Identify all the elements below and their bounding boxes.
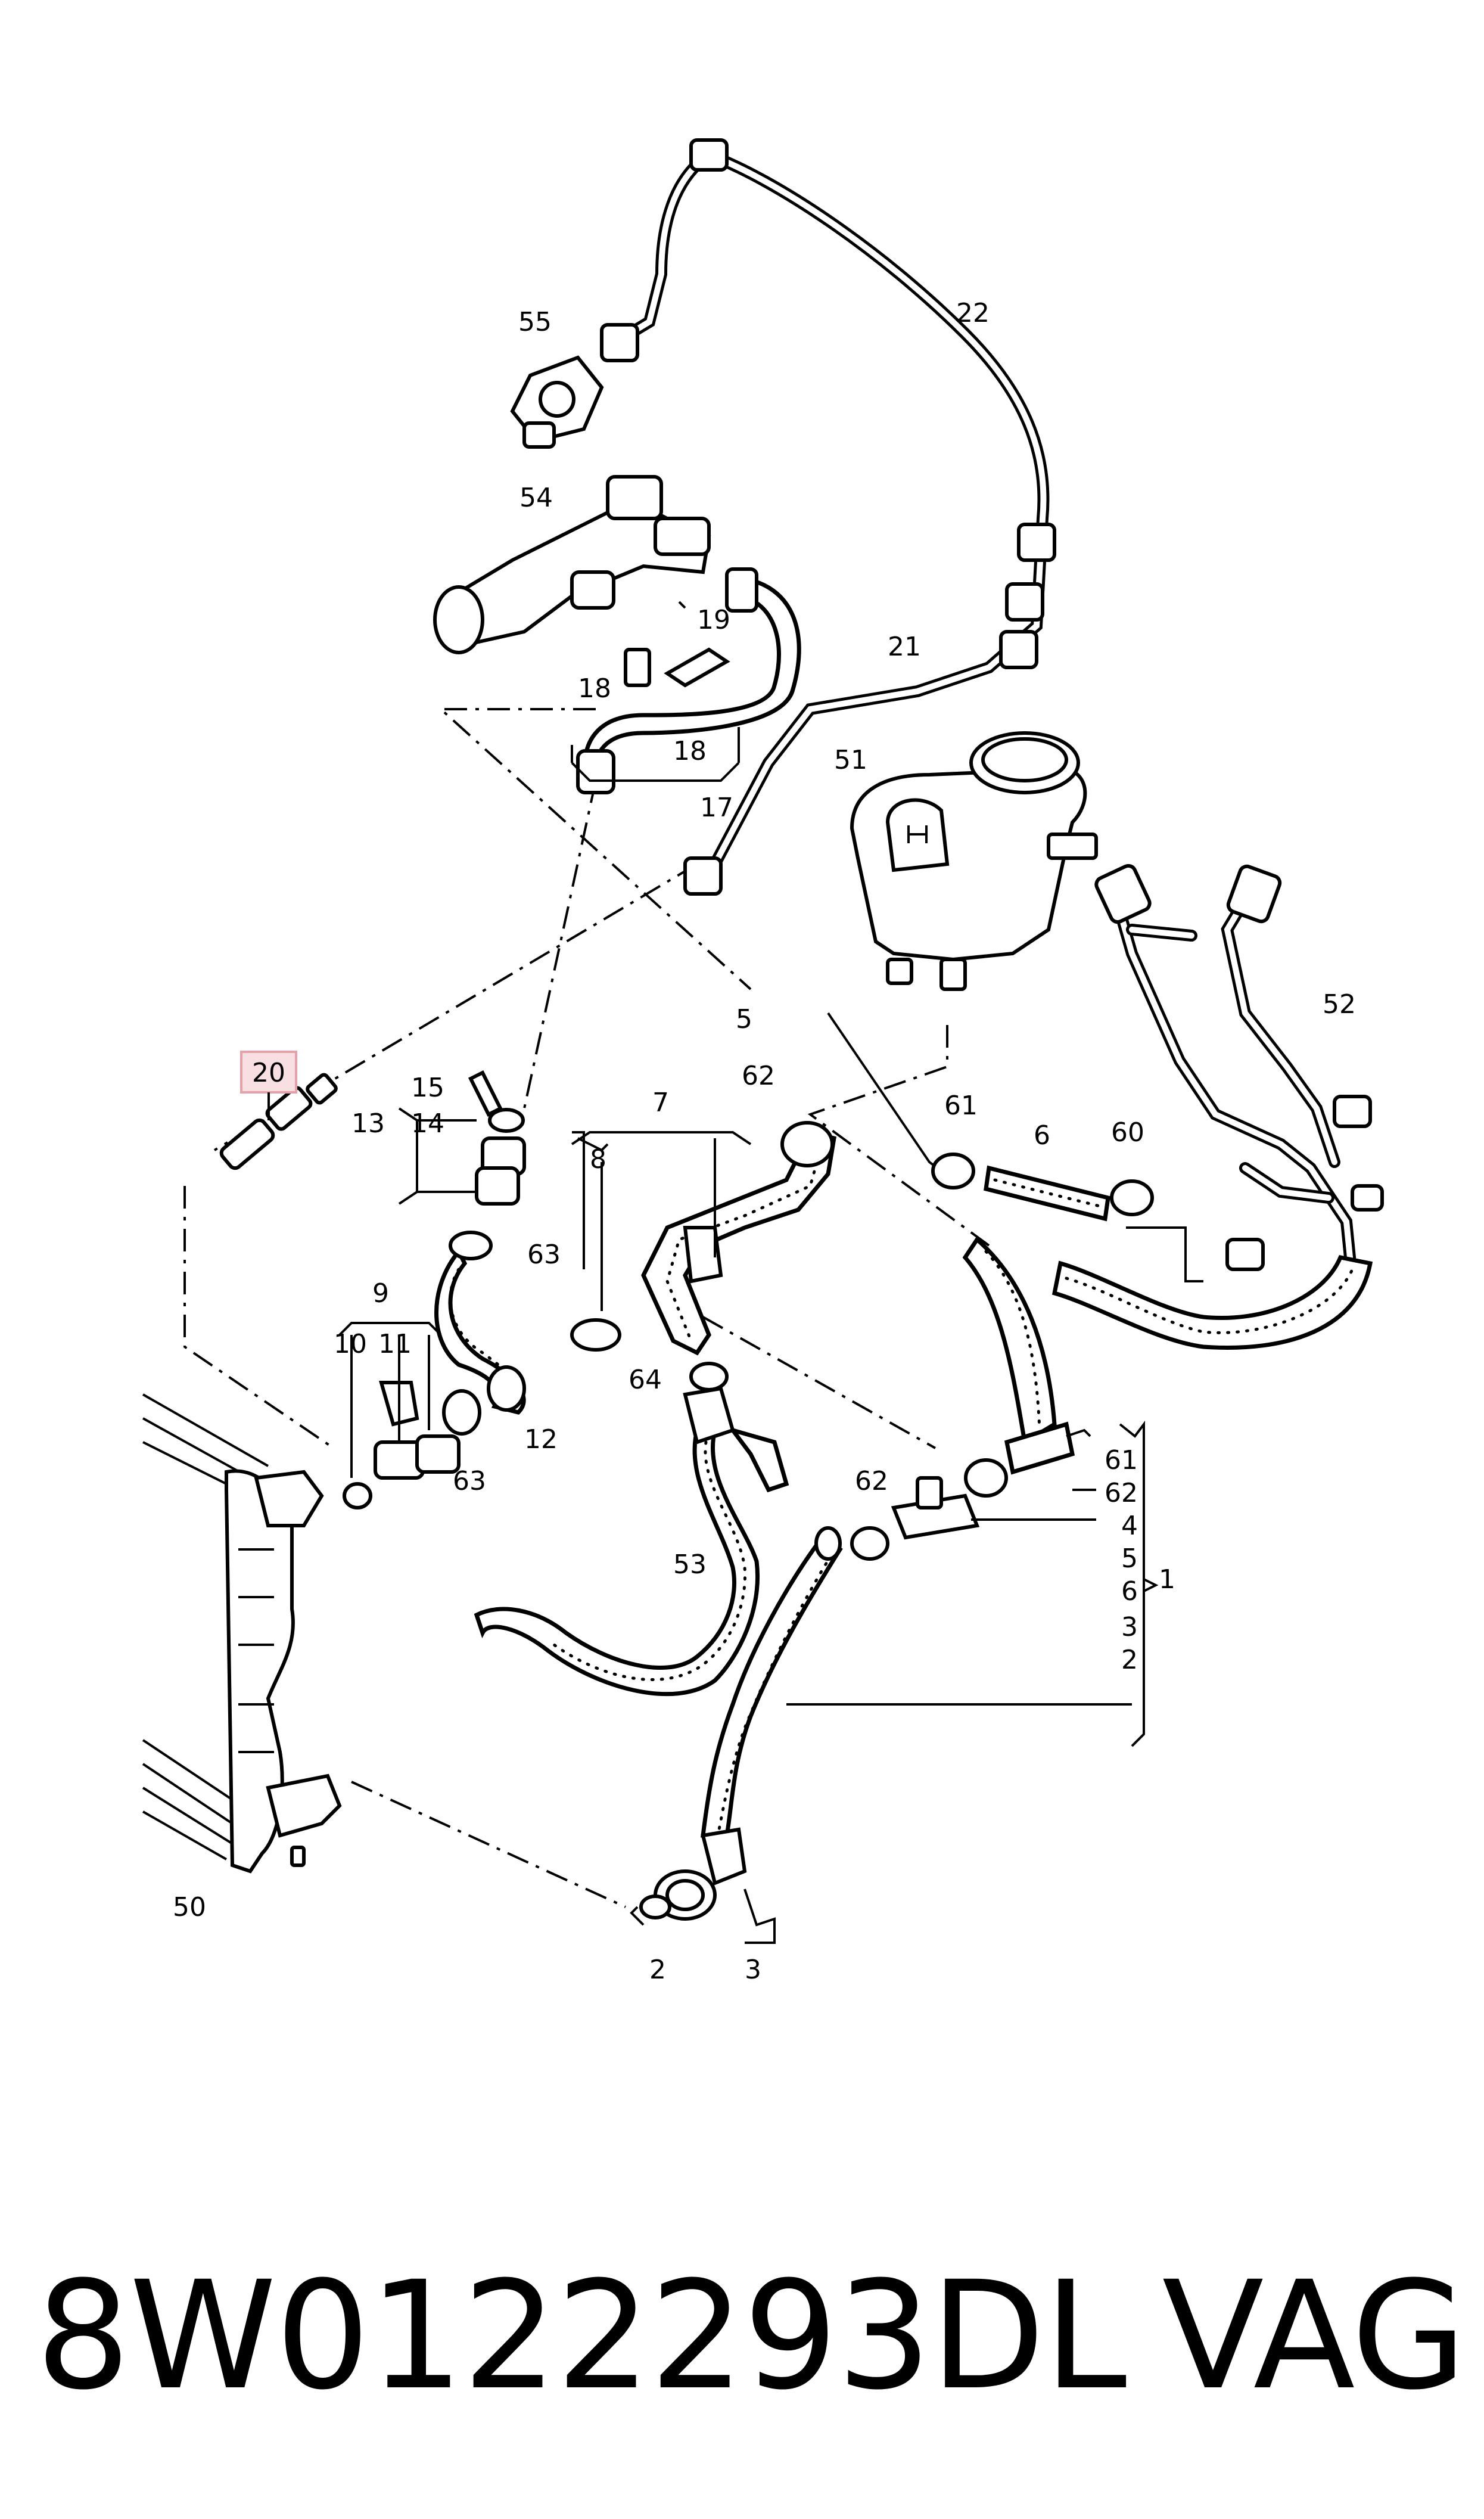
part-55-flange (510, 355, 604, 449)
callout-19: 19 (697, 605, 730, 635)
hose-7 (570, 1121, 836, 1356)
callout-1: 1 (1159, 1564, 1175, 1595)
hose-1-lower (639, 1535, 843, 1921)
callout-50: 50 (173, 1892, 206, 1922)
callout-61-top: 61 (944, 1091, 978, 1121)
sensor-20 (219, 1073, 338, 1170)
callout-63-top: 63 (527, 1240, 561, 1270)
brand-name: VAG (1162, 2249, 1467, 2422)
group-1-item: 62 (1105, 1478, 1138, 1508)
callout-54: 54 (519, 483, 553, 513)
pipe-22 (600, 138, 1056, 896)
callout-60: 60 (1111, 1117, 1144, 1148)
group-1-item: 6 (1121, 1576, 1138, 1607)
callout-6: 6 (1034, 1120, 1050, 1151)
callout-53: 53 (673, 1549, 707, 1580)
group-brackets (338, 601, 1203, 1944)
hose-52-lower (1051, 1255, 1373, 1350)
callout-17: 17 (700, 793, 733, 823)
callout-13: 13 (351, 1108, 385, 1139)
callout-labels: 55 22 54 19 21 18 18 17 51 52 5 62 15 14… (173, 298, 1356, 1985)
group-1-item: 61 (1105, 1445, 1138, 1476)
connector-9 (343, 1381, 461, 1509)
callout-18: 18 (673, 736, 707, 766)
expansion-tank-51 (850, 731, 1098, 991)
callout-11: 11 (378, 1329, 412, 1359)
part-number-footer: 8W0122293DL VAG (36, 2241, 1467, 2431)
part-54-coolant-flange (433, 475, 711, 654)
callout-15: 15 (411, 1073, 444, 1103)
junction-4 (814, 1476, 980, 1561)
highlighted-callout-20: 20 (240, 1051, 297, 1120)
radiator-50 (142, 1393, 342, 1874)
group-1-list: 61 62 4 5 6 3 2 (1105, 1445, 1138, 1675)
callout-3: 3 (745, 1955, 761, 1985)
hose-6 (931, 1153, 1154, 1222)
hose-17 (576, 567, 801, 794)
callout-51: 51 (834, 745, 867, 775)
connector-13 (468, 1070, 526, 1206)
group-1-item: 5 (1121, 1543, 1138, 1574)
callout-5: 5 (736, 1004, 752, 1035)
callout-18-top: 18 (578, 673, 611, 704)
callout-14: 14 (411, 1108, 444, 1139)
group-1-item: 3 (1121, 1612, 1138, 1642)
callout-55: 55 (518, 307, 552, 337)
callout-8: 8 (590, 1144, 606, 1175)
cooling-system-diagram: 55 22 54 19 21 18 18 17 51 52 5 62 15 14… (142, 138, 1384, 1985)
hose-53 (474, 1362, 789, 1697)
callout-64: 64 (629, 1365, 662, 1395)
callout-21: 21 (888, 632, 921, 662)
callout-52: 52 (1323, 989, 1356, 1020)
group-1-item: 2 (1121, 1645, 1138, 1675)
callout-2: 2 (649, 1955, 666, 1985)
hose-12 (434, 1231, 526, 1436)
callout-9: 9 (372, 1278, 389, 1309)
hose-61 (962, 1236, 1075, 1498)
group-1-item: 4 (1121, 1511, 1138, 1541)
callout-7: 7 (652, 1088, 669, 1118)
callout-62-top: 62 (742, 1061, 775, 1091)
callout-22: 22 (956, 298, 990, 328)
part-number: 8W0122293DL (36, 2249, 1127, 2422)
pipe-assembly-52 (1094, 864, 1384, 1287)
callout-62: 62 (855, 1466, 888, 1496)
callout-10: 10 (334, 1329, 367, 1359)
callout-20: 20 (252, 1058, 285, 1088)
callout-12: 12 (524, 1424, 558, 1455)
callout-63: 63 (453, 1466, 486, 1496)
